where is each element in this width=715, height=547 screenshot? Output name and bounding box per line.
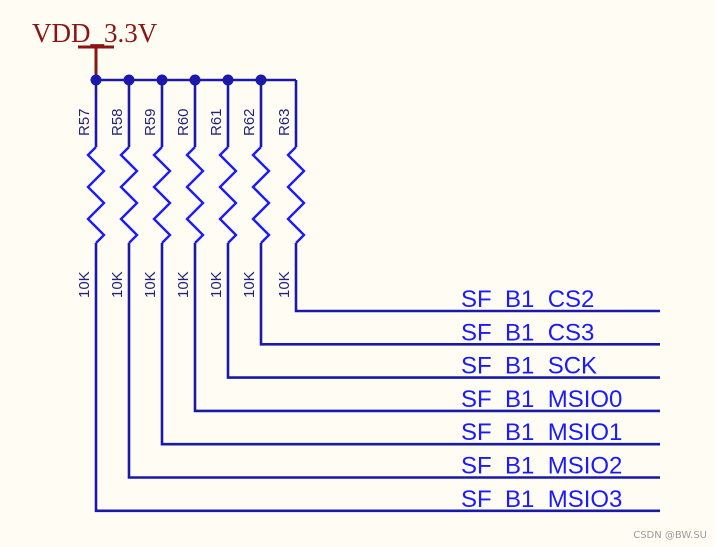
net-wire — [127, 243, 660, 479]
resistor-ref-label: R59 — [142, 108, 159, 136]
resistor-symbol — [119, 146, 139, 244]
resistor-symbol — [251, 146, 271, 244]
net-wire — [226, 243, 660, 379]
net-label: SF B1 CS3 — [461, 319, 594, 346]
resistor-symbol — [218, 146, 238, 244]
watermark: CSDN @BW.SU — [633, 530, 707, 541]
net-label: SF B1 MSIO3 — [461, 486, 622, 513]
resistor-ref-label: R57 — [76, 108, 93, 136]
resistor-r63: R63 10K — [276, 80, 306, 298]
resistor-symbol — [86, 146, 106, 244]
resistor-value-label: 10K — [109, 271, 126, 298]
net-wire — [160, 243, 660, 446]
net-wire — [193, 243, 660, 413]
resistor-value-label: 10K — [208, 271, 225, 298]
resistor-ref-label: R60 — [175, 108, 192, 136]
resistor-r62: R62 10K — [241, 74, 271, 298]
resistor-ref-label: R63 — [276, 108, 293, 136]
resistor-r58: R58 10K — [109, 74, 139, 298]
resistor-value-label: 10K — [142, 271, 159, 298]
resistor-value-label: 10K — [241, 271, 258, 298]
net-wire — [259, 243, 660, 346]
net-wires: SF B1 CS2 SF B1 CS3 SF B1 SCK SF B1 MSIO0SF… — [94, 243, 660, 513]
resistor-value-label: 10K — [175, 271, 192, 298]
resistor-value-label: 10K — [276, 271, 293, 298]
resistor-r57: R57 10K — [76, 74, 106, 298]
net-label: SF B1 MSIO1 — [461, 419, 622, 446]
resistor-value-label: 10K — [76, 271, 93, 298]
net-label: SF B1 MSIO0 — [461, 386, 622, 413]
supply-label: VDD_3.3V — [32, 18, 158, 48]
resistor-r61: R61 10K — [208, 74, 238, 298]
resistor-r59: R59 10K — [142, 74, 172, 298]
resistor-r60: R60 10K — [175, 74, 205, 298]
net-label: SF B1 MSIO2 — [461, 453, 622, 480]
resistor-ref-label: R58 — [109, 108, 126, 136]
resistor-array: R57 10K R58 10K R59 10K R60 10K R61 10K R62 10K R63 1… — [76, 74, 306, 298]
resistor-ref-label: R62 — [241, 108, 258, 136]
net-label: SF B1 CS2 — [461, 286, 594, 313]
net-wire — [94, 243, 660, 513]
resistor-ref-label: R61 — [208, 108, 225, 136]
resistor-symbol — [152, 146, 172, 244]
resistor-symbol — [286, 146, 306, 244]
net-wire — [294, 243, 660, 313]
resistor-symbol — [185, 146, 205, 244]
net-label: SF B1 SCK — [461, 353, 597, 380]
